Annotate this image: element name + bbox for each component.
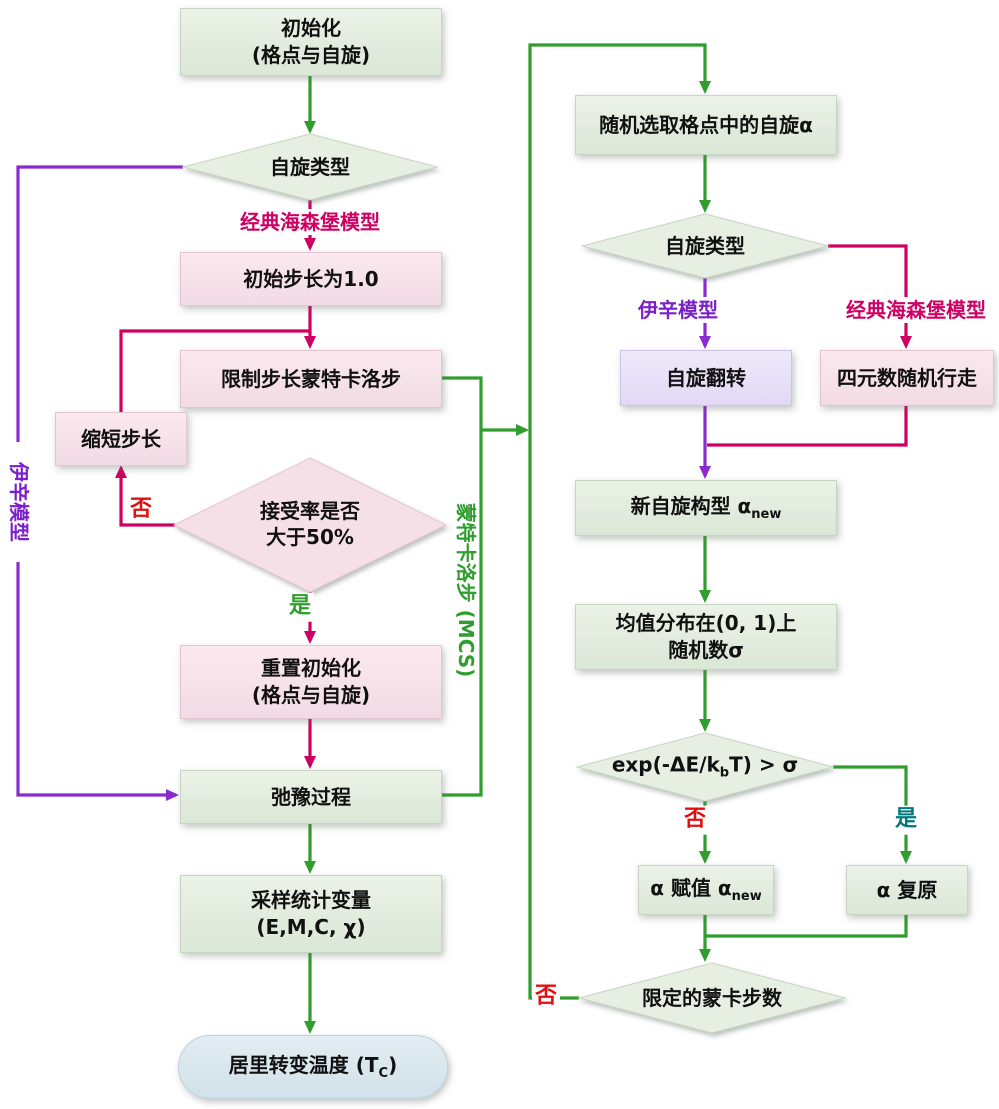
metropolis-sub: b (719, 765, 730, 781)
uniform-line2: 随机数σ (668, 638, 744, 662)
ising-branch-label: 伊辛模型 (635, 297, 721, 323)
heisenberg-branch-label-right: 经典海森堡模型 (843, 297, 989, 323)
limited-mc-box: 限制步长蒙特卡洛步 (180, 350, 442, 408)
initial-step-box: 初始步长为1.0 (180, 252, 442, 306)
line-quaternion-merge (707, 404, 908, 447)
init-line2: (格点与自旋) (251, 43, 371, 67)
limited-mc-text: 限制步长蒙特卡洛步 (221, 366, 401, 391)
curie-pre: 居里转变温度 (T (228, 1052, 379, 1077)
no-label-loop: 否 (531, 982, 561, 1012)
reset-init-box: 重置初始化 (格点与自旋) (180, 645, 442, 719)
mc-limit-text: 限定的蒙卡步数 (642, 986, 782, 1010)
uniform-random-box: 均值分布在(0, 1)上 随机数σ (575, 604, 837, 670)
mc-steps-limit-decision (577, 962, 847, 1034)
yes-label-right: 是 (891, 805, 921, 835)
acceptance-text: 接受率是否 大于50% (260, 498, 360, 550)
uniform-line1: 均值分布在(0, 1)上 (615, 611, 797, 635)
mcs-side-label: 蒙特卡洛步 (MCS) (454, 502, 478, 678)
metropolis-decision (575, 732, 835, 802)
heisenberg-branch-label-left: 经典海森堡模型 (237, 209, 383, 235)
init-line1: 初始化 (281, 16, 341, 40)
line-ising-bypass (16, 165, 183, 801)
yes-label-left: 是 (285, 592, 315, 622)
arrow-spintype-to-quaternion (828, 244, 912, 349)
sampling-line2: (E,M,C, χ) (256, 915, 366, 939)
pick-spin-box: 随机选取格点中的自旋α (575, 95, 837, 155)
no-label-right: 否 (680, 805, 710, 835)
curie-text: 居里转变温度 (TC) (229, 1052, 397, 1083)
line-mcs-call (440, 376, 483, 797)
curie-post: ) (388, 1052, 398, 1077)
assign-pre: α 赋值 α (650, 875, 732, 900)
acceptance-line2: 大于50% (266, 525, 354, 549)
relaxation-box: 弛豫过程 (180, 770, 442, 824)
spin-type-left-text: 自旋类型 (270, 155, 350, 179)
new-config-box: 新自旋构型 αnew (575, 480, 837, 536)
line-restore-merge (705, 913, 908, 938)
shorten-step-text: 缩短步长 (81, 426, 161, 451)
quaternion-walk-box: 四元数随机行走 (820, 350, 994, 406)
relaxation-text: 弛豫过程 (271, 784, 351, 809)
acceptance-line1: 接受率是否 (260, 499, 360, 523)
reset-line2: (格点与自旋) (251, 683, 371, 707)
acceptance-decision (172, 457, 448, 593)
spin-type-right-text: 自旋类型 (665, 234, 745, 258)
restore-text: α 复原 (876, 877, 938, 902)
spin-type-decision-right (580, 213, 830, 279)
init-box: 初始化 (格点与自旋) (180, 8, 442, 76)
no-label-left: 否 (129, 496, 153, 522)
shorten-step-box: 缩短步长 (55, 412, 187, 466)
reset-line1: 重置初始化 (261, 656, 361, 680)
quaternion-walk-text: 四元数随机行走 (837, 365, 977, 390)
sampling-line1: 采样统计变量 (251, 888, 371, 912)
spin-flip-box: 自旋翻转 (620, 350, 792, 406)
sampling-box: 采样统计变量 (E,M,C, χ) (180, 875, 442, 953)
line-shorten-feedback (119, 329, 310, 412)
spin-type-decision-left (181, 133, 439, 201)
curie-sub: C (378, 1065, 389, 1081)
spin-flip-text: 自旋翻转 (666, 365, 746, 390)
assign-box: α 赋值 αnew (638, 865, 774, 915)
restore-box: α 复原 (846, 865, 968, 915)
pick-spin-text: 随机选取格点中的自旋α (599, 112, 813, 137)
curie-terminal: 居里转变温度 (TC) (178, 1035, 448, 1099)
new-config-text: 新自旋构型 αnew (631, 493, 782, 524)
metropolis-pre: exp(-ΔE/k (611, 752, 720, 777)
arrow-acceptance-no (115, 465, 175, 527)
new-config-pre: 新自旋构型 α (630, 493, 752, 518)
initial-step-text: 初始步长为1.0 (243, 266, 379, 291)
metropolis-post: T) > σ (729, 752, 799, 777)
ising-side-label: 伊辛模型 (7, 442, 31, 562)
new-config-sub: new (751, 506, 782, 522)
metropolis-text: exp(-ΔE/kbT) > σ (612, 752, 798, 783)
assign-text: α 赋值 αnew (650, 875, 762, 906)
assign-sub: new (731, 888, 762, 904)
